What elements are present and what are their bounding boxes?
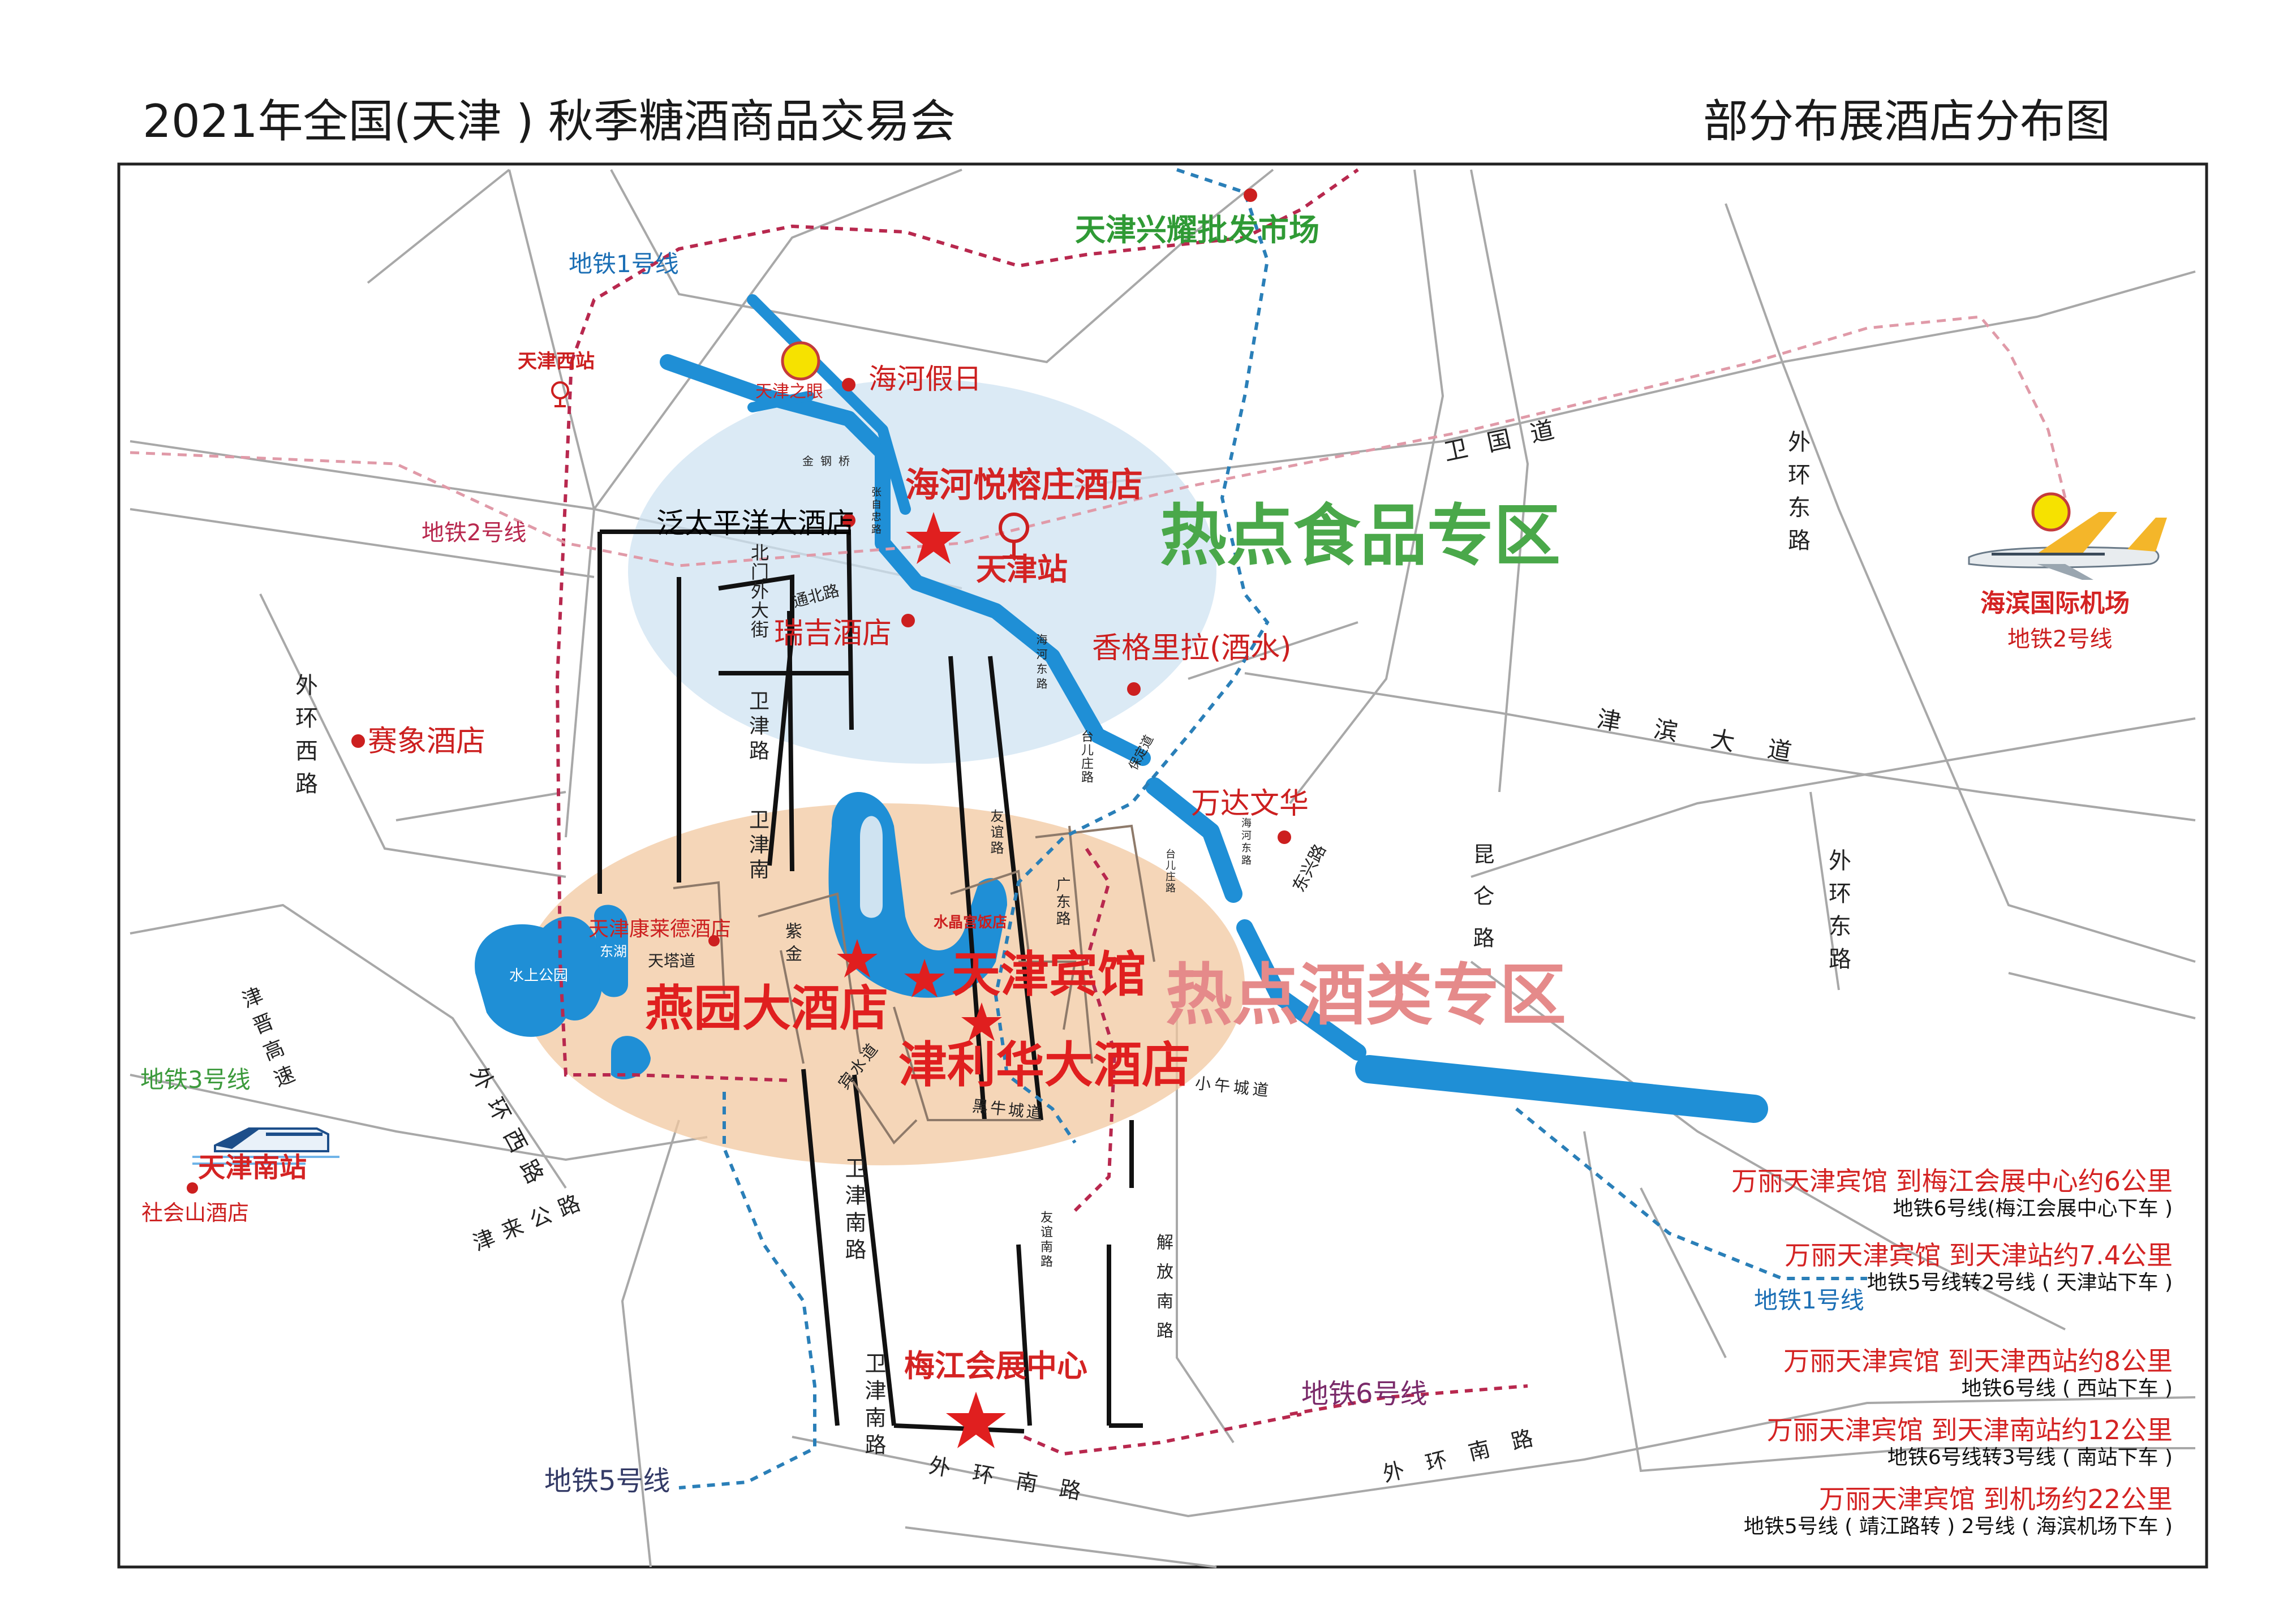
- star-tianjin-hotel: [904, 959, 945, 997]
- road-weijinnan-3: 卫津南路: [841, 1157, 866, 1265]
- road-jingangqiao: 金钢桥: [802, 454, 857, 468]
- route-title: 万丽天津宾馆 到天津西站约8公里: [1783, 1346, 2173, 1376]
- hotel-fantaipingyang: 泛太平洋大酒店: [656, 507, 854, 540]
- route-info-5: 万丽天津宾馆 到机场约22公里 地铁5号线 ( 靖江路转 ) 2号线 ( 海滨机…: [1744, 1486, 2173, 1537]
- star-meijiang: [946, 1392, 1006, 1448]
- road-youyi: 友谊路: [988, 809, 1004, 856]
- road-weijinnan-1: 卫津路: [746, 690, 769, 765]
- place-xingyao-market: 天津兴耀批发市场: [1075, 212, 1319, 248]
- airplane-icon: [1968, 512, 2167, 580]
- hotel-kanglaide: 天津康莱德酒店: [588, 918, 732, 941]
- metro-line1-right-label: 地铁1号线: [1754, 1286, 1864, 1314]
- hotel-jinlihua: 津利华大酒店: [898, 1037, 1190, 1094]
- road-beimen-wai: 北门外大街: [748, 543, 769, 639]
- food-zone-ellipse: [628, 379, 1216, 764]
- road-weijinnan-4: 卫津南路: [861, 1352, 886, 1461]
- liquor-zone-grid: [673, 824, 1155, 1145]
- place-shuishang-park: 水上公园: [509, 967, 569, 984]
- metro-line6-label: 地铁6号线: [1301, 1378, 1428, 1410]
- place-tianjin-south-station: 天津南站: [198, 1152, 307, 1183]
- route-title: 万丽天津宾馆 到天津站约7.4公里: [1785, 1240, 2173, 1271]
- header-left-title: 2021年全国(天津 ) 秋季糖酒商品交易会: [143, 95, 956, 148]
- metro-line5-label: 地铁5号线: [544, 1465, 670, 1497]
- map-border: [117, 162, 2208, 1569]
- road-waihuan-dong-1: 外环东路: [1784, 430, 1810, 561]
- star-yanyuan: [837, 939, 878, 978]
- route-title: 万丽天津宾馆 到梅江会展中心约6公里: [1731, 1166, 2173, 1196]
- road-zijin: 紫金: [782, 922, 802, 967]
- river: [660, 294, 1768, 1123]
- place-meijiang: 梅江会展中心: [904, 1348, 1087, 1384]
- place-donghu: 东湖: [600, 944, 627, 959]
- tianjin-station-icon: [999, 513, 1029, 559]
- road-guangdong: 广东路: [1054, 877, 1070, 928]
- route-detail: 地铁6号线转3号线 ( 南站下车 ): [1887, 1446, 2173, 1469]
- hotel-shuijinggong: 水晶宫饭店: [934, 914, 1008, 931]
- route-detail: 地铁6号线 ( 西站下车 ): [1961, 1377, 2173, 1400]
- place-wanda: 万达文华: [1191, 787, 1309, 821]
- route-detail: 地铁5号线转2号线 ( 天津站下车 ): [1867, 1271, 2173, 1294]
- road-taierzhuang: 台儿庄路: [1079, 730, 1093, 784]
- road-tianta: 天塔道: [648, 952, 696, 970]
- road-kunlun: 昆仑路: [1469, 843, 1494, 968]
- hotel-tianjin: 天津宾馆: [952, 946, 1146, 1003]
- hotel-saixiang: 赛象酒店: [368, 725, 486, 759]
- location-dots: [187, 188, 1291, 1194]
- route-info-4: 万丽天津宾馆 到天津南站约12公里 地铁6号线转3号线 ( 南站下车 ): [1767, 1417, 2173, 1468]
- road-haihe-dong-2: 海河东路: [1240, 817, 1252, 867]
- tianjin-eye-marker: [781, 341, 820, 381]
- hotel-yanyuan: 燕园大酒店: [645, 980, 888, 1037]
- road-taierzhuang-2: 台儿庄路: [1164, 849, 1176, 894]
- metro-line3-label: 地铁3号线: [140, 1066, 251, 1094]
- route-title: 万丽天津宾馆 到天津南站约12公里: [1766, 1415, 2173, 1445]
- liquor-zone-label: 热点酒类专区: [1166, 956, 1567, 1034]
- road-youyi-nan: 友谊南路: [1038, 1211, 1052, 1269]
- route-detail: 地铁5号线 ( 靖江路转 ) 2号线 ( 海滨机场下车 ): [1743, 1515, 2173, 1538]
- road-jiefang-nan: 解放南路: [1153, 1233, 1173, 1351]
- route-info-3: 万丽天津宾馆 到天津西站约8公里 地铁6号线 ( 西站下车 ): [1783, 1348, 2173, 1399]
- metro-line-blue: [678, 168, 1867, 1489]
- place-binhai-airport: 海滨国际机场: [1980, 589, 2130, 618]
- route-info-2: 万丽天津宾馆 到天津站约7.4公里 地铁5号线转2号线 ( 天津站下车 ): [1785, 1242, 2173, 1293]
- food-zone-label: 热点食品专区: [1160, 497, 1561, 575]
- west-station-icon: [551, 381, 569, 407]
- lakes: [475, 792, 1007, 1080]
- place-xianggelila: 香格里拉(酒水): [1092, 631, 1292, 665]
- metro-line2-label: 地铁2号线: [422, 520, 527, 546]
- road-waihuan-dong-2: 外环东路: [1825, 849, 1851, 980]
- airport-marker: [2031, 492, 2071, 532]
- metro-line1-label: 地铁1号线: [569, 250, 679, 278]
- place-haihe-holiday: 海河假日: [868, 363, 982, 395]
- hotel-stars: [837, 512, 1006, 1448]
- header-right-title: 部分布展酒店分布图: [1703, 95, 2110, 148]
- metro-line-red: [555, 168, 1528, 1456]
- hotel-haihe-yuerongzhuang: 海河悦榕庄酒店: [905, 466, 1143, 505]
- road-weijinnan-2: 卫津南: [746, 809, 769, 884]
- road-waihuan-xi-1: 外环西路: [291, 673, 317, 804]
- route-info-1: 万丽天津宾馆 到梅江会展中心约6公里 地铁6号线(梅江会展中心下车 ): [1731, 1168, 2173, 1219]
- place-tianjin-station: 天津站: [976, 552, 1068, 587]
- train-icon: [192, 1127, 339, 1165]
- star-haihe-yuerongzhuang: [906, 512, 961, 564]
- route-detail: 地铁6号线(梅江会展中心下车 ): [1893, 1197, 2173, 1220]
- road-haihe-dong-1: 海河东路: [1034, 634, 1048, 692]
- star-jinlihua: [961, 1002, 1002, 1041]
- hotel-ruiji: 瑞吉酒店: [774, 617, 892, 651]
- route-title: 万丽天津宾馆 到机场约22公里: [1818, 1484, 2173, 1514]
- road-zhangzizhong: 张自忠路: [870, 487, 882, 536]
- hotel-shehuishan: 社会山酒店: [141, 1200, 250, 1225]
- place-tianjin-eye: 天津之眼: [755, 382, 823, 402]
- metro-line-pink: [130, 315, 2067, 567]
- place-west-station: 天津西站: [518, 350, 595, 373]
- airport-metro-label: 地铁2号线: [2007, 626, 2113, 652]
